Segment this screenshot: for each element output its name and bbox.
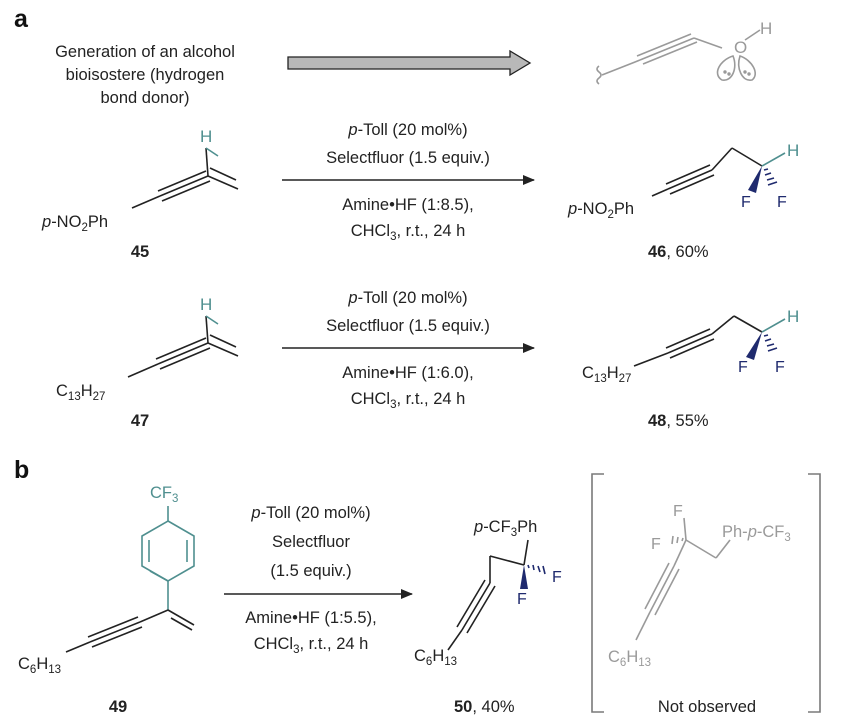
r1-cond-oxidant: Selectfluor (1.5 equiv.) (326, 149, 490, 167)
reaction-1-conditions: p-Toll (20 mol%) Selectfluor (1.5 equiv.… (326, 121, 490, 243)
sm-49-alkyl: C6H13 (18, 655, 61, 676)
prod-46-bonds (651, 147, 786, 197)
r1-cond-solvent: CHCl3, r.t., 24 h (351, 222, 466, 243)
oh-hydrogen: H (760, 19, 772, 38)
sm-49-chain (65, 609, 195, 653)
prod-48-h: H (787, 307, 799, 326)
prod-50-alkyl: C6H13 (414, 647, 457, 668)
alt-structure-bonds (635, 517, 731, 641)
rb-cond-equiv: (1.5 equiv.) (270, 562, 351, 580)
r1-cond-catalyst: p-Toll (20 mol%) (347, 121, 467, 139)
prod-50-bonds (447, 539, 529, 651)
sm-45-bonds (131, 147, 239, 209)
rb-cond-oxidant: Selectfluor (272, 533, 350, 551)
not-observed-caption: Not observed (658, 698, 756, 716)
intro-line-3: bond donor) (101, 89, 190, 107)
r2-cond-solvent: CHCl3, r.t., 24 h (351, 390, 466, 411)
intro-text: Generation of an alcohol bioisostere (hy… (55, 43, 235, 107)
rb-cond-catalyst: p-Toll (20 mol%) (250, 504, 370, 522)
sm-47-bonds (127, 315, 239, 378)
r2-cond-oxidant: Selectfluor (1.5 equiv.) (326, 317, 490, 335)
prod-48-f2: F (775, 359, 785, 376)
compound-50-label: 50, 40% (454, 698, 515, 716)
prod-48-f1: F (738, 359, 748, 376)
compound-number-49: 49 (109, 698, 127, 716)
sm-47-alkyl: C13H27 (56, 382, 105, 403)
sm-49-cf3: CF3 (150, 484, 178, 505)
sm-49-ring (141, 506, 195, 610)
wedge-bond-50 (520, 565, 528, 589)
prod-48-bonds (633, 315, 786, 367)
grey-block-arrow (287, 49, 532, 77)
r2-cond-catalyst: p-Toll (20 mol%) (347, 289, 467, 307)
prod-50-aryl: p-CF3Ph (473, 518, 537, 539)
wedge-bond-48 (746, 332, 762, 360)
alt-aryl: Ph-p-CF3 (722, 523, 791, 544)
bracket-right (808, 473, 821, 713)
prod-46-f2: F (777, 194, 787, 211)
prod-50-f2: F (517, 591, 527, 608)
bracket-left (591, 473, 604, 713)
wedge-bond-46 (748, 166, 762, 193)
sm-45-aryl: p-NO2Ph (41, 213, 108, 234)
alcohol-bioisostere-structure (596, 29, 761, 85)
alt-f-left: F (651, 536, 661, 553)
lone-pair-right-icon (737, 54, 756, 81)
prod-50-f1: F (552, 569, 562, 586)
reaction-b-conditions: p-Toll (20 mol%) Selectfluor (1.5 equiv.… (245, 504, 376, 656)
hash-bond-48 (763, 334, 778, 352)
compound-48-label: 48, 55% (648, 412, 709, 430)
reaction-2-conditions: p-Toll (20 mol%) Selectfluor (1.5 equiv.… (326, 289, 490, 411)
alt-f-top: F (673, 503, 683, 520)
sm-47-h: H (200, 295, 212, 314)
panel-label-b: b (14, 456, 29, 484)
rb-cond-solvent: CHCl3, r.t., 24 h (254, 635, 369, 656)
panel-label-a: a (14, 5, 29, 33)
compound-46-label: 46, 60% (648, 243, 709, 261)
compound-number-47: 47 (131, 412, 149, 430)
intro-line-2: bioisostere (hydrogen (66, 66, 225, 84)
prod-48-alkyl: C13H27 (582, 364, 631, 385)
alt-hash-bond (671, 535, 684, 545)
prod-46-h: H (787, 141, 799, 160)
intro-line-1: Generation of an alcohol (55, 43, 235, 61)
hash-bond-46 (763, 168, 778, 186)
prod-46-f1: F (741, 194, 751, 211)
alt-alkyl: C6H13 (608, 648, 651, 669)
oh-oxygen: O (734, 38, 747, 57)
wavy-bond-icon (596, 65, 602, 85)
r1-cond-hf-source: Amine•HF (1:8.5), (342, 196, 473, 214)
prod-46-aryl: p-NO2Ph (567, 200, 634, 221)
compound-number-45: 45 (131, 243, 149, 261)
rb-cond-hf-source: Amine•HF (1:5.5), (245, 609, 376, 627)
hash-bond-50 (527, 564, 546, 575)
sm-45-h: H (200, 127, 212, 146)
lone-pair-left-icon (716, 55, 736, 81)
r2-cond-hf-source: Amine•HF (1:6.0), (342, 364, 473, 382)
